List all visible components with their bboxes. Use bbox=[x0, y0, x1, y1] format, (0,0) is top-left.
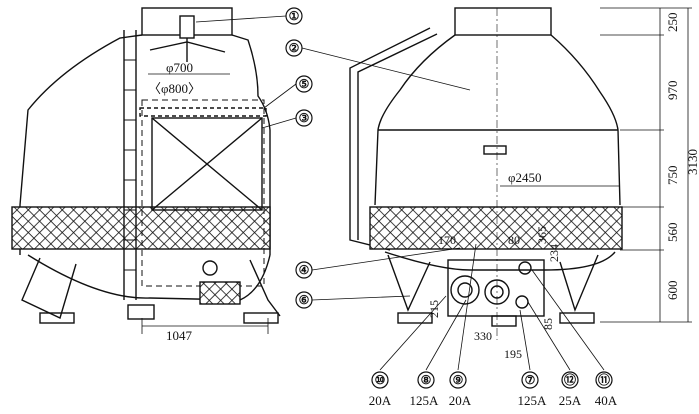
fan-ring-diameter-label: 〈φ800〉 bbox=[148, 81, 201, 96]
pipe-size-9: 20A bbox=[449, 393, 472, 408]
callout-5-text: ⑤ bbox=[299, 77, 310, 91]
dim-330-label: 330 bbox=[474, 329, 492, 343]
right-piping-box bbox=[447, 259, 545, 317]
right-handrail-inner bbox=[357, 33, 438, 240]
pipe-size-7: 125A bbox=[518, 393, 548, 408]
height-600-label: 600 bbox=[665, 281, 680, 301]
pipe-size-11: 40A bbox=[595, 393, 618, 408]
callout-7-text: ⑦ bbox=[525, 373, 536, 387]
callout-8-text: ⑧ bbox=[421, 373, 432, 387]
left-filler-x2 bbox=[151, 117, 263, 211]
dim-195-label: 195 bbox=[504, 347, 522, 361]
left-valve bbox=[202, 260, 218, 276]
right-foot-mid bbox=[491, 315, 517, 327]
callout-9-text: ⑨ bbox=[453, 373, 464, 387]
right-outlet-pipe-inner bbox=[457, 282, 473, 298]
left-basin bbox=[27, 254, 271, 301]
height-250-label: 250 bbox=[665, 13, 680, 33]
left-louver-mesh bbox=[11, 206, 271, 250]
left-filler-box bbox=[151, 117, 263, 211]
left-sprinkler-pipe bbox=[139, 107, 267, 117]
right-leg-left bbox=[387, 254, 431, 312]
height-970-label: 970 bbox=[665, 81, 680, 101]
height-560-label: 560 bbox=[665, 223, 680, 243]
left-body-outline bbox=[19, 34, 271, 206]
callout-5: ⑤ bbox=[295, 75, 313, 93]
callout-12: ⑫ 25A bbox=[559, 371, 582, 408]
pipe-size-12: 25A bbox=[559, 393, 582, 408]
callout-leaders bbox=[195, 15, 605, 371]
callout-1: ① bbox=[285, 7, 303, 25]
right-side-view bbox=[349, 7, 623, 340]
height-dimension-lines bbox=[600, 7, 692, 323]
right-foot-right bbox=[559, 312, 595, 324]
left-foot-mid bbox=[127, 304, 155, 320]
callout-4: ④ bbox=[295, 261, 313, 279]
callout-7: ⑦ 125A bbox=[518, 371, 548, 408]
right-drain-pipe bbox=[515, 295, 529, 309]
callout-1-text: ① bbox=[289, 9, 300, 23]
pipe-size-10: 20A bbox=[369, 393, 392, 408]
callout-11-text: ⑪ bbox=[598, 372, 610, 387]
left-leg-left bbox=[21, 257, 77, 319]
height-total-label: 3130 bbox=[685, 149, 699, 175]
right-leg-right bbox=[559, 254, 599, 313]
height-750-label: 750 bbox=[665, 166, 680, 186]
callout-6: ⑥ bbox=[295, 291, 313, 309]
right-outlet-pipe bbox=[450, 275, 480, 305]
left-motor bbox=[179, 15, 195, 39]
right-nameplate bbox=[483, 145, 507, 155]
right-overflow-pipe bbox=[518, 261, 532, 275]
callout-6-text: ⑥ bbox=[299, 293, 310, 307]
left-leg-right bbox=[249, 259, 281, 317]
pipe-size-8: 125A bbox=[410, 393, 440, 408]
left-side-view bbox=[11, 7, 281, 334]
left-strainer bbox=[199, 281, 241, 305]
left-foot-left bbox=[39, 312, 75, 324]
callout-9: ⑨ 20A bbox=[449, 371, 472, 408]
width-1047-label: 1047 bbox=[166, 328, 193, 343]
left-foot-right bbox=[243, 312, 279, 324]
left-ladder-rungs bbox=[124, 59, 136, 271]
right-fan-stack bbox=[454, 7, 552, 36]
dia-2450-label: φ2450 bbox=[508, 170, 542, 185]
callout-2-text: ② bbox=[289, 41, 300, 55]
callout-3-text: ③ bbox=[299, 111, 310, 125]
callout-11: ⑪ 40A bbox=[595, 371, 618, 408]
callout-4-text: ④ bbox=[299, 263, 310, 277]
callout-10-text: ⑩ bbox=[375, 373, 386, 387]
dim-170-label: 170 bbox=[438, 233, 456, 247]
right-body-outline bbox=[374, 34, 621, 206]
right-basin bbox=[384, 251, 616, 271]
right-louver-mesh bbox=[369, 206, 623, 250]
fan-diameter-label: φ700 bbox=[166, 60, 193, 75]
callout-10: ⑩ 20A bbox=[369, 371, 392, 408]
callout-3: ③ bbox=[295, 109, 313, 127]
callout-8: ⑧ 125A bbox=[410, 371, 440, 408]
right-foot-left bbox=[397, 312, 433, 324]
callout-2: ② bbox=[285, 39, 303, 57]
dim-365-label: 365 bbox=[535, 226, 549, 244]
dim-234-label: 234 bbox=[547, 244, 561, 262]
left-inner-dashed bbox=[141, 99, 265, 287]
dim-85-label: 85 bbox=[541, 318, 555, 330]
dim-80-label: 80 bbox=[508, 233, 520, 247]
callout-12-text: ⑫ bbox=[564, 372, 576, 387]
